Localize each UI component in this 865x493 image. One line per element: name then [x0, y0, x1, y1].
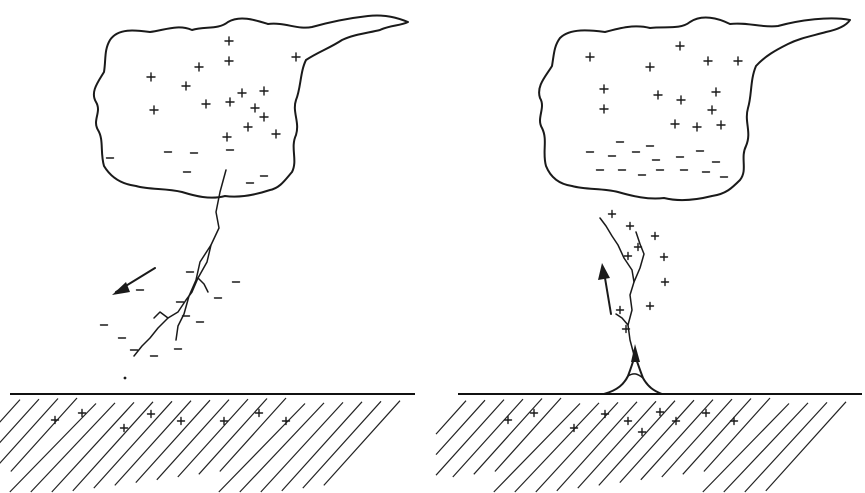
- cloud-outline: [94, 15, 408, 197]
- panel-downward-leader: [0, 15, 415, 492]
- motion-arrow-down-left: [112, 268, 155, 295]
- cloud-negative-charges: [587, 142, 728, 177]
- positive-charge: [662, 279, 669, 286]
- positive-charge: [505, 417, 512, 424]
- positive-charge: [708, 106, 716, 114]
- positive-charge: [731, 418, 738, 425]
- positive-charge: [600, 85, 608, 93]
- leader-negative-charges: [101, 272, 240, 356]
- positive-charge: [652, 233, 659, 240]
- panel-upward-return-stroke: [436, 18, 862, 492]
- streamer-branch-2: [616, 314, 628, 325]
- positive-charge: [225, 37, 233, 45]
- leader-short-branch: [198, 278, 208, 292]
- streamer-main: [600, 218, 634, 355]
- hatch-line: [436, 400, 504, 476]
- positive-charge: [238, 89, 246, 97]
- positive-charge: [150, 106, 158, 114]
- hatch-line: [136, 400, 210, 482]
- cloud-negative-charges: [107, 150, 268, 183]
- positive-charge: [260, 113, 268, 121]
- cloud-positive-charges: [586, 42, 742, 131]
- hatch-line: [436, 400, 485, 454]
- leader-tip-branch: [154, 312, 168, 318]
- leader-branch: [176, 245, 211, 340]
- positive-charge: [654, 91, 662, 99]
- hatch-line: [436, 401, 466, 434]
- hatch-line: [704, 398, 770, 472]
- positive-charge: [704, 57, 712, 65]
- streamer-branch: [634, 232, 644, 282]
- hatch-line: [303, 401, 381, 488]
- positive-charge: [244, 123, 252, 131]
- positive-charge: [602, 411, 609, 418]
- positive-charge: [571, 425, 578, 432]
- positive-charge: [586, 53, 594, 61]
- positive-charge: [627, 223, 634, 230]
- cloud-positive-charges: [147, 37, 300, 141]
- positive-charge: [251, 104, 259, 112]
- positive-charge: [609, 211, 616, 218]
- hatch-line: [199, 399, 267, 475]
- hatch-line: [495, 398, 561, 472]
- positive-charge: [223, 133, 231, 141]
- positive-charge: [225, 57, 233, 65]
- positive-charge: [178, 418, 185, 425]
- positive-charge: [625, 418, 632, 425]
- positive-charge: [617, 307, 624, 314]
- cloud-outline: [539, 18, 850, 201]
- hatch-line: [599, 401, 675, 486]
- hatch-line: [683, 399, 751, 475]
- positive-charge: [712, 88, 720, 96]
- positive-charge: [182, 82, 190, 90]
- positive-charge: [272, 130, 280, 138]
- ground-hatching: [0, 398, 400, 492]
- positive-charge: [52, 417, 59, 424]
- hatch-line: [453, 399, 523, 477]
- positive-charge: [661, 254, 668, 261]
- hatch-line: [157, 400, 229, 480]
- positive-charge: [202, 100, 210, 108]
- positive-charge: [625, 253, 632, 260]
- hatch-line: [178, 399, 248, 477]
- positive-charge: [676, 42, 684, 50]
- positive-charge: [148, 411, 155, 418]
- positive-charge: [717, 121, 725, 129]
- positive-charge: [647, 303, 654, 310]
- positive-charge: [600, 105, 608, 113]
- ground-hatching: [436, 398, 846, 492]
- positive-charge: [195, 63, 203, 71]
- positive-charge: [671, 120, 679, 128]
- leader-tip-dot: [124, 377, 127, 380]
- positive-charge: [734, 57, 742, 65]
- positive-charge: [260, 87, 268, 95]
- positive-charge: [677, 96, 685, 104]
- positive-charge: [147, 73, 155, 81]
- hatch-line: [474, 399, 542, 475]
- hatch-line: [641, 400, 713, 480]
- positive-charge: [283, 418, 290, 425]
- hatch-line: [724, 403, 808, 492]
- hatch-line: [220, 398, 286, 472]
- positive-charge: [693, 123, 701, 131]
- hatch-line: [11, 398, 77, 472]
- positive-charge: [646, 63, 654, 71]
- hatch-line: [324, 401, 400, 486]
- positive-charge: [292, 53, 300, 61]
- hatch-line: [0, 400, 20, 433]
- hatch-line: [745, 402, 827, 492]
- positive-charge: [226, 98, 234, 106]
- hatch-line: [662, 399, 732, 477]
- motion-arrow-up: [598, 263, 611, 314]
